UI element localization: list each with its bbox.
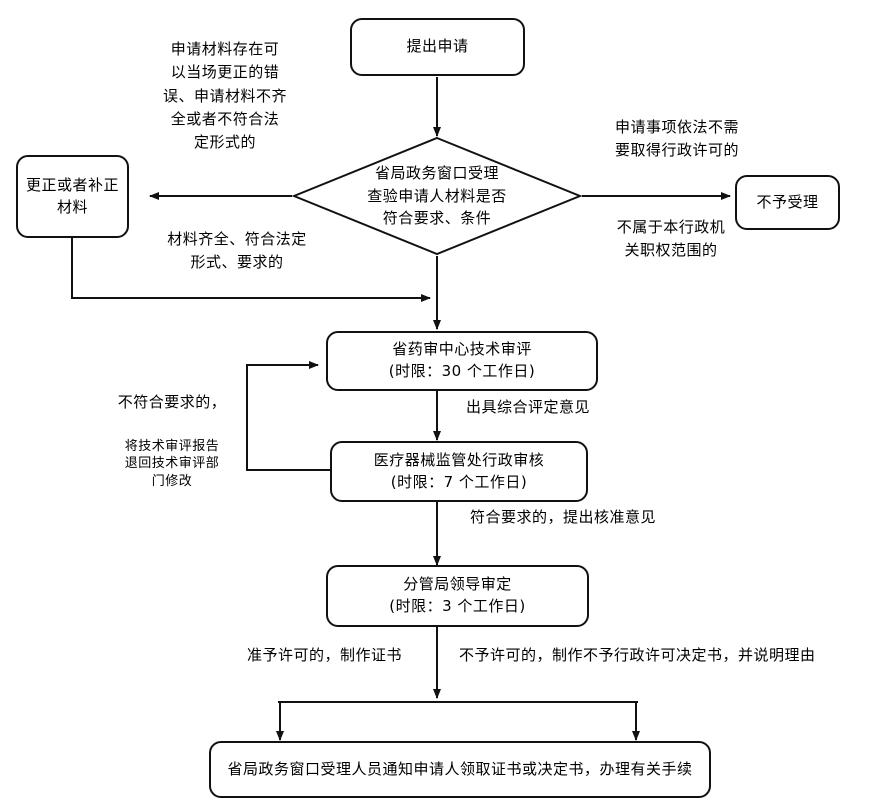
node-correct-materials-line-1: 更正或者补正 [25, 175, 119, 194]
node-correct-materials-line-2: 材料 [56, 197, 88, 216]
decision-text-block: 省局政务窗口受理 查验申请人材料是否 符合要求、条件 [292, 136, 582, 256]
node-technical-review[interactable]: 省药审中心技术审评 (时限：30 个工作日) [326, 331, 598, 391]
node-submit-application-label: 提出申请 [406, 37, 469, 56]
decision-shape [292, 136, 582, 256]
label-left-top-condition: 申请材料存在可 以当场更正的错 误、申请材料不齐 全或者不符合法 定形式的 [162, 40, 287, 151]
node-leader-approval[interactable]: 分管局领导审定 (时限：3 个工作日) [326, 565, 589, 627]
decision-line-1: 省局政务窗口受理 [374, 164, 499, 183]
label-right-bottom-condition: 不属于本行政机 关职权范围的 [616, 218, 726, 260]
node-admin-review-line-2: (时限：7 个工作日) [390, 472, 528, 491]
label-grant-branch: 准予许可的，制作证书 [247, 646, 403, 664]
node-leader-approval-line-1: 分管局领导审定 [403, 575, 512, 594]
node-final-notify[interactable]: 省局政务窗口受理人员通知申请人领取证书或决定书，办理有关手续 [209, 741, 711, 798]
label-feedback-line-1: 不符合要求的， [117, 393, 227, 412]
node-technical-review-line-1: 省药审中心技术审评 [392, 340, 532, 359]
label-issue-comprehensive-opinion: 出具综合评定意见 [466, 398, 591, 416]
label-approve-opinion: 符合要求的，提出核准意见 [470, 508, 657, 526]
node-technical-review-line-2: (时限：30 个工作日) [388, 362, 536, 380]
node-admin-review-line-1: 医疗器械监管处行政审核 [373, 450, 545, 469]
node-final-notify-label: 省局政务窗口受理人员通知申请人领取证书或决定书，办理有关手续 [227, 759, 693, 778]
node-correct-materials[interactable]: 更正或者补正 材料 [16, 155, 129, 238]
decision-line-2: 查验申请人材料是否 [367, 186, 507, 205]
node-not-accepted[interactable]: 不予受理 [735, 175, 840, 230]
label-deny-branch: 不予许可的，制作不予行政许可决定书，并说明理由 [459, 646, 816, 664]
label-right-top-condition: 申请事项依法不需 要取得行政许可的 [614, 118, 739, 160]
node-not-accepted-label: 不予受理 [756, 192, 819, 211]
label-feedback-to-technical: 不符合要求的， 将技术审评报告 退回技术审评部 门修改 [96, 368, 248, 514]
node-leader-approval-line-2: (时限：3 个工作日) [389, 597, 526, 615]
node-admin-review[interactable]: 医疗器械监管处行政审核 (时限：7 个工作日) [330, 441, 588, 502]
node-submit-application[interactable]: 提出申请 [350, 18, 525, 76]
decision-line-3: 符合要求、条件 [382, 209, 492, 228]
edge-admin-feedback-to-technical [246, 361, 330, 471]
label-feedback-rest: 将技术审评报告 退回技术审评部 门修改 [124, 438, 220, 489]
node-decision-window-review[interactable]: 省局政务窗口受理 查验申请人材料是否 符合要求、条件 [292, 136, 582, 256]
